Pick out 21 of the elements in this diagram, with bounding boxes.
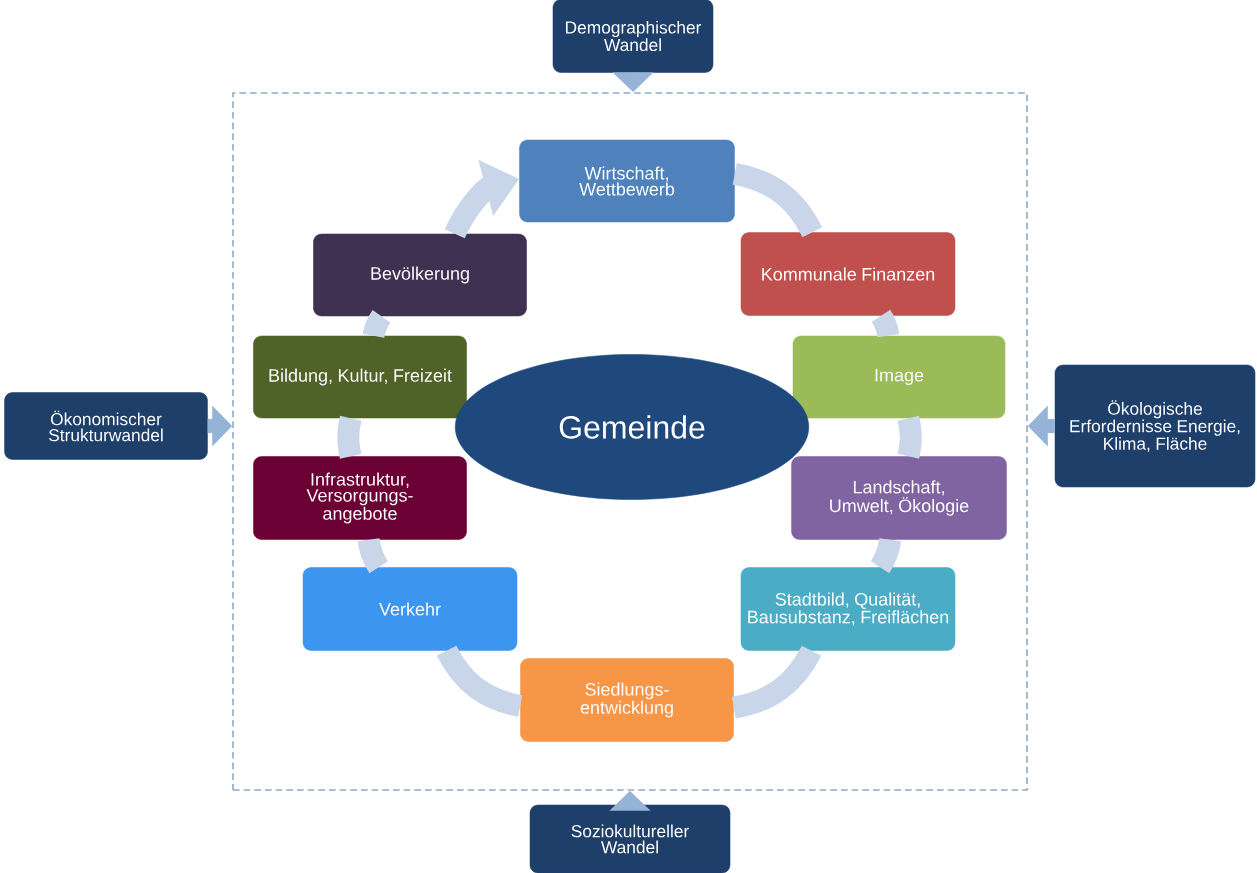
cycle-segment xyxy=(871,310,900,338)
cycle-segment xyxy=(337,415,362,459)
topic-box: Kommunale Finanzen xyxy=(740,232,956,316)
cycle-segment xyxy=(870,538,902,574)
cycle-segment xyxy=(357,538,388,574)
topic-box: Bildung, Kultur, Freizeit xyxy=(253,335,467,419)
topic-box: Verkehr xyxy=(302,567,518,651)
topic-box: Infrastruktur, Versorgungs-angebote xyxy=(253,456,467,540)
topic-box: Wirtschaft, Wettbewerb xyxy=(519,139,735,223)
topic-box: Landschaft, Umwelt, Ökologie xyxy=(791,456,1007,540)
topic-box: Siedlungs-entwicklung xyxy=(520,658,734,742)
cycle-segment xyxy=(362,310,391,338)
topic-box: Image xyxy=(792,335,1006,419)
dashed-frame xyxy=(232,92,1028,791)
cause-box: Soziokultureller Wandel xyxy=(529,804,731,873)
cause-box: Ökologische Erfordernisse Energie, Klima, Fläche xyxy=(1054,364,1256,488)
cause-box: Demographischer Wandel xyxy=(552,0,714,73)
topic-box: Bevölkerung xyxy=(313,233,527,317)
cause-box: Ökonomischer Strukturwandel xyxy=(4,392,208,460)
cycle-segment xyxy=(897,415,922,459)
topic-box: Stadtbild, Qualität, Bausubstanz, Freiflächen xyxy=(740,567,956,651)
